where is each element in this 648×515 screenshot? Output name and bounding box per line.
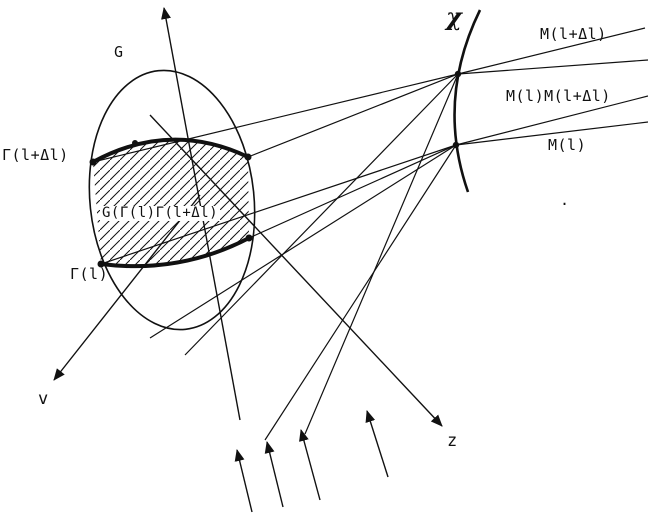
ray-line	[304, 73, 459, 435]
surface-label: G	[114, 43, 124, 61]
surface-ellipse	[88, 69, 256, 331]
ray-line	[149, 144, 457, 339]
ray-line	[248, 121, 648, 239]
gamma-lower-label: Γ(l)	[70, 265, 109, 283]
z-axis-arrow	[149, 114, 443, 427]
incoming-ray-arrow	[264, 441, 284, 508]
hatched-region	[93, 139, 249, 267]
m-lower-label: M(l)	[548, 136, 587, 154]
ray-line	[247, 59, 648, 158]
v-axis-label: v	[38, 389, 49, 409]
caustic-label: χ	[446, 2, 463, 31]
point-M-upper	[454, 70, 462, 78]
incoming-ray-arrow	[234, 449, 253, 513]
front-arc-lower	[100, 236, 250, 269]
v-axis-arrow	[53, 194, 201, 381]
point-M-lower	[452, 141, 460, 149]
stray-dot: .	[560, 191, 570, 209]
m-mid-label: M(l)M(l+Δl)	[506, 87, 611, 105]
arc-endpoint-dot	[132, 140, 138, 146]
z-axis-label: z	[447, 431, 458, 451]
front-arc-upper	[92, 137, 249, 164]
ray-line	[264, 144, 457, 441]
incoming-ray-arrow	[299, 429, 321, 501]
m-upper-label: M(l+Δl)	[540, 25, 607, 43]
gamma-upper-label: Γ(l+Δl)	[2, 146, 69, 164]
region-label: G(Γ(l)Γ(l+Δl)	[100, 205, 221, 222]
incoming-ray-arrow	[365, 410, 389, 478]
caustic-curve	[453, 9, 482, 193]
ray-line	[184, 73, 459, 356]
